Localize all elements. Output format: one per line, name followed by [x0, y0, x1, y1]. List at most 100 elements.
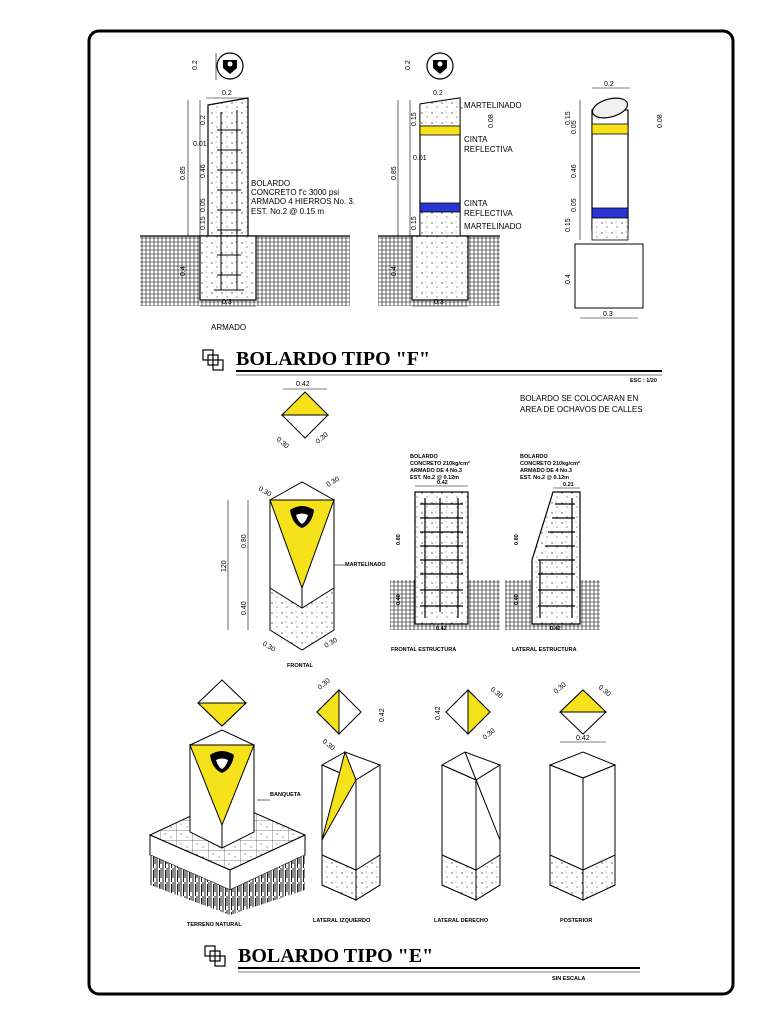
dim-005: 0.05: [571, 120, 578, 134]
le-note-3: ARMADO DE 4 No.3: [520, 468, 572, 474]
dim-base: 0.3: [603, 311, 613, 318]
title-logo-icon: [204, 945, 226, 967]
scale-e: SIN ESCALA: [552, 976, 585, 982]
reflective-band-yellow: [591, 123, 629, 135]
dim-plan-b: 0.30: [315, 431, 330, 445]
le-note-2: CONCRETO 210kg/cm²: [520, 460, 580, 467]
frontal-view: 0.30 0.30 120 0.80 0.40 0.30 0.30 MARTEL…: [221, 476, 386, 669]
label-terreno: TERRENO NATURAL: [187, 922, 242, 928]
dim-008: 0.08: [657, 114, 664, 128]
dim-body: 0.85: [391, 166, 398, 180]
armado-caption: ARMADO: [211, 323, 246, 332]
fe-note-1: BOLARDO: [410, 454, 439, 460]
reflective-tape-yellow: [419, 125, 461, 136]
label-posterior: POSTERIOR: [560, 918, 592, 924]
dim-d: 0.30: [324, 637, 339, 650]
title-block-f: BOLARDO TIPO "F" ESC : 1/20: [202, 348, 662, 384]
label-reflectiva-1: REFLECTIVA: [464, 145, 513, 154]
dim-foot: 0.4: [565, 274, 572, 284]
dim-foot: 0.4: [180, 266, 187, 276]
fe-caption: FRONTAL ESTRUCTURA: [391, 647, 456, 653]
armado-note-1: BOLARDO: [251, 179, 290, 188]
dim-base: 0.3: [434, 299, 444, 306]
dim-046: 0.46: [571, 164, 578, 178]
le-note-4: EST. No.2 @ 0.12m: [520, 475, 569, 481]
dim-c: 0.30: [261, 641, 276, 654]
fe-note-4: EST. No.2 @ 0.12m: [410, 475, 459, 481]
dim-mid: 0.46: [200, 164, 207, 178]
dim-plan-a: 0.30: [275, 436, 290, 450]
armado-note-4: EST. No.2 @ 0.15 m: [251, 207, 324, 216]
dim-top: 0.2: [604, 81, 614, 88]
dim-li-c: 0.30: [321, 738, 336, 752]
reflective-band-blue: [591, 207, 629, 219]
label-lat-izq: LATERAL IZQUIERDO: [313, 918, 371, 924]
dim-plan-w: 0.42: [296, 381, 310, 388]
label-martelinado-bottom: MARTELINADO: [464, 222, 522, 231]
le-note-1: BOLARDO: [520, 454, 549, 460]
reflective-tape-blue: [419, 202, 461, 213]
le-caption: LATERAL ESTRUCTURA: [512, 647, 577, 653]
terreno-view: BANQUETA TERRENO NATURAL: [148, 679, 307, 928]
lateral-izquierdo-view: 0.30 0.42 0.30 LATERAL IZQUIERDO: [313, 677, 386, 924]
fe-dim-lower: 0.40: [396, 594, 402, 605]
plan-diamond: 0.42 0.30 0.30: [275, 381, 330, 450]
isometric-cylinder-view: 0.2 0.3 0.05 0.15 0.46 0.05 0.15 0.4 0.0…: [565, 81, 664, 319]
dim-015: 0.15: [411, 112, 418, 126]
dim-top: 0.2: [405, 60, 412, 70]
posterior-view: 0.30 0.30 0.42 POSTERIOR: [548, 681, 617, 924]
dim-top: 0.2: [192, 60, 199, 70]
fe-dim-top: 0.42: [437, 480, 448, 486]
emblem-icon: [210, 751, 234, 773]
frontal-caption: FRONTAL: [287, 663, 314, 669]
dim-a: 0.30: [257, 486, 272, 499]
sheet-frame: [87, 29, 735, 996]
dim-015: 0.15: [565, 111, 572, 125]
fe-note-2: CONCRETO 210kg/cm²: [410, 460, 470, 467]
dim-b: 0.30: [326, 476, 341, 489]
fe-note-3: ARMADO DE 4 No.3: [410, 468, 462, 474]
dim-body: 0.85: [180, 166, 187, 180]
dim-li-a: 0.30: [317, 677, 332, 691]
dim-po-g: 0.30: [553, 681, 568, 695]
dim-ld-f: 0.30: [482, 727, 497, 741]
placement-note-2: AREA DE OCHAVOS DE CALLES: [520, 405, 643, 414]
scale-f: ESC : 1/20: [630, 378, 657, 384]
title-f: BOLARDO TIPO "F": [236, 348, 430, 370]
dim-cap: 0.2: [433, 90, 443, 97]
lateral-derecho-view: 0.42 0.30 0.30 LATERAL DERECHO: [434, 686, 504, 924]
dim-total: 120: [221, 560, 228, 572]
dim-po-h: 0.30: [597, 684, 612, 698]
seal-icon: [216, 52, 244, 80]
dim-li-b: 0.42: [379, 708, 386, 722]
dim-upper: 0.80: [241, 534, 248, 548]
dim-lower: 0.40: [241, 601, 248, 615]
le-dim-top: 0.21: [563, 482, 574, 488]
dim-001: 0.01: [193, 141, 207, 148]
le-dim-bottom: 0.42: [550, 626, 561, 632]
label-banqueta: BANQUETA: [270, 792, 301, 798]
label-lat-der: LATERAL DERECHO: [434, 918, 489, 924]
label-reflectiva-2: REFLECTIVA: [464, 209, 513, 218]
emblem-icon: [290, 506, 314, 528]
dim-008: 0.08: [488, 114, 495, 128]
armado-note-3: ARMADO 4 HIERROS No. 3.: [251, 197, 355, 206]
lateral-estructura-view: BOLARDO CONCRETO 210kg/cm² ARMADO DE 4 N…: [505, 454, 600, 653]
placement-note-1: BOLARDO SE COLOCARAN EN: [520, 394, 638, 403]
dim-015b: 0.15: [411, 216, 418, 230]
dim-001: 0.01: [413, 155, 427, 162]
label-cinta-1: CINTA: [464, 135, 488, 144]
seal-icon: [426, 52, 454, 80]
le-dim-lower: 0.40: [514, 594, 520, 605]
dim-foot: 0.4: [391, 266, 398, 276]
frontal-estructura-view: BOLARDO CONCRETO 210kg/cm² ARMADO DE 4 N…: [390, 454, 500, 653]
title-e: BOLARDO TIPO "E": [238, 945, 433, 967]
dim-base: 0.3: [222, 299, 232, 306]
dim-cap: 0.2: [222, 90, 232, 97]
dim-top-2: 0.2: [200, 115, 207, 125]
armado-note-2: CONCRETO f'c 3000 psi: [251, 188, 339, 197]
armado-view: 0.2 0.2 0.85 0.2 0.46 0.05 0.15 0.4 0.01…: [140, 52, 355, 332]
label-cinta-2: CINTA: [464, 199, 488, 208]
dim-005: 0.05: [200, 198, 207, 212]
